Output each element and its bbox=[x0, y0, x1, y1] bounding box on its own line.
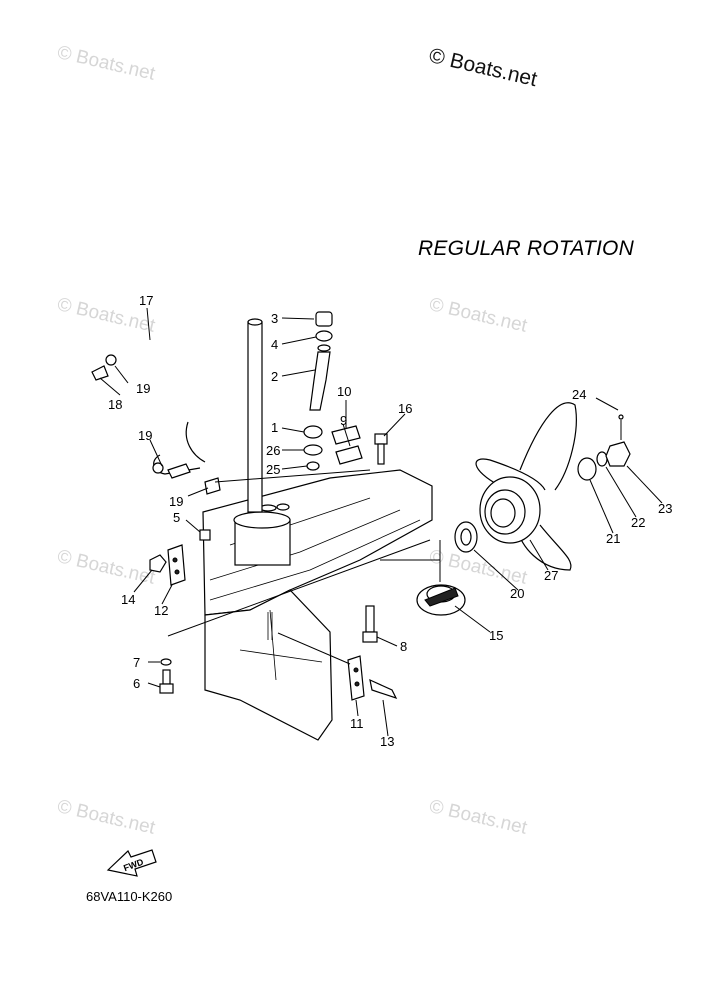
water-tube bbox=[114, 327, 215, 475]
callout-17: 17 bbox=[139, 293, 153, 308]
callout-9: 9 bbox=[340, 413, 347, 428]
bolt-6 bbox=[159, 658, 174, 694]
lower-unit-housing bbox=[202, 469, 433, 741]
callout-14: 14 bbox=[121, 592, 135, 607]
callout-20: 25 bbox=[266, 462, 280, 477]
water-pipe-assembly bbox=[309, 311, 333, 411]
callout-5: 5 bbox=[173, 510, 180, 525]
callout-4: 4 bbox=[271, 337, 278, 352]
callout-26: 24 bbox=[572, 387, 586, 402]
callout-10: 10 bbox=[337, 384, 351, 399]
callout-6: 6 bbox=[133, 676, 140, 691]
callout-18: 18 bbox=[108, 397, 122, 412]
callout-24: 22 bbox=[631, 515, 645, 530]
thrust-washer bbox=[416, 584, 466, 616]
propeller-nut-assembly bbox=[577, 414, 631, 481]
spacer bbox=[454, 521, 478, 553]
hose-fittings bbox=[91, 354, 221, 495]
callout-23: 21 bbox=[606, 531, 620, 546]
trim-tab bbox=[347, 655, 398, 701]
callout-13: 13 bbox=[380, 734, 394, 749]
callout-27: 27 bbox=[544, 568, 558, 583]
bolt-16 bbox=[374, 433, 388, 465]
drive-shaft bbox=[247, 318, 263, 513]
callout-12: 12 bbox=[154, 603, 168, 618]
propeller bbox=[475, 402, 577, 571]
callout-8: 8 bbox=[400, 639, 407, 654]
anode-12 bbox=[149, 544, 186, 586]
diagram-code: 68VA110-K260 bbox=[86, 889, 173, 904]
leader-lines bbox=[99, 307, 663, 737]
callout-2: 2 bbox=[271, 369, 278, 384]
callout-25: 23 bbox=[658, 501, 672, 516]
callout-1: 1 bbox=[271, 420, 278, 435]
callout-21: 26 bbox=[266, 443, 280, 458]
dowel-pin bbox=[199, 529, 211, 541]
callout-19-b: 19 bbox=[138, 428, 152, 443]
callout-7: 7 bbox=[133, 655, 140, 670]
bolt-8 bbox=[362, 605, 378, 643]
callout-numbers: 17 19 18 19 19 3 4 2 1 26 25 10 9 16 5 1… bbox=[108, 293, 672, 749]
callout-19-c: 19 bbox=[169, 494, 183, 509]
diagram-title: REGULAR ROTATION bbox=[418, 237, 634, 260]
forward-arrow-icon: FWD bbox=[106, 849, 157, 877]
grommets bbox=[303, 425, 323, 471]
callout-19-a: 19 bbox=[136, 381, 150, 396]
callout-3: 3 bbox=[271, 311, 278, 326]
seal-plates bbox=[331, 425, 363, 465]
callout-16: 16 bbox=[398, 401, 412, 416]
callout-22: 20 bbox=[510, 586, 524, 601]
callout-11: 11 bbox=[350, 716, 364, 731]
callout-15: 15 bbox=[489, 628, 503, 643]
